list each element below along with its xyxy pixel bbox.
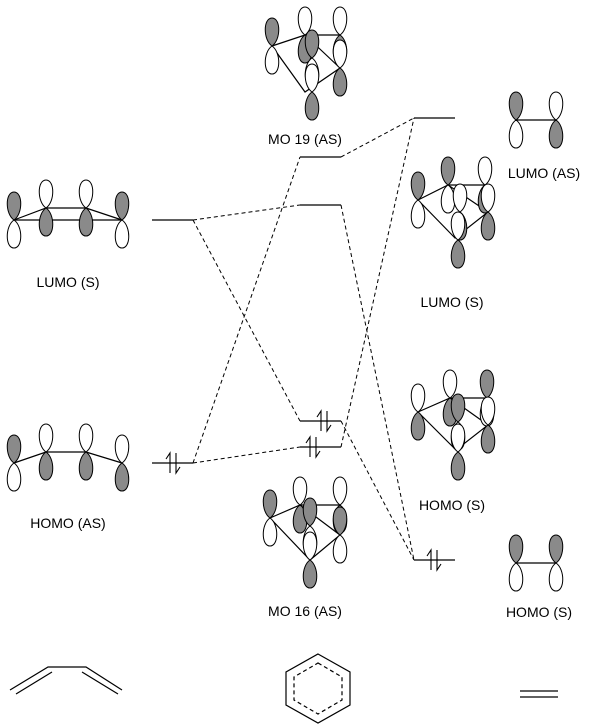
mo19-orbitals xyxy=(264,6,348,121)
benzene-structure xyxy=(285,653,351,724)
p-orbital-a xyxy=(264,17,280,75)
mo19-label: MO 19 (AS) xyxy=(268,131,342,147)
p-orbital-f xyxy=(450,211,466,269)
p-orbital-a xyxy=(410,383,426,441)
ethylene-lumo-label: LUMO (AS) xyxy=(508,165,580,181)
complex-homo-orbitals xyxy=(410,369,496,481)
electron-pair-ts-4 xyxy=(305,435,321,459)
p-orbital-1 xyxy=(6,434,22,492)
p-orbital-f xyxy=(302,531,318,589)
butadiene-homo-label: HOMO (AS) xyxy=(30,515,105,531)
electron-pair-ts-3 xyxy=(316,409,332,433)
p-orbital-4 xyxy=(114,434,130,492)
complex-homo-label: HOMO (S) xyxy=(419,497,485,513)
correlation-lines xyxy=(192,117,415,561)
electron-pair-ethylene-homo xyxy=(426,548,442,572)
p-orbital-a xyxy=(410,171,426,229)
butadiene-lumo-label: LUMO (S) xyxy=(37,274,100,290)
electron-pair-butadiene-homo xyxy=(165,451,181,475)
complex-lumo-orbitals xyxy=(410,156,496,269)
ethylene-lumo-orbitals xyxy=(508,91,564,149)
energy-levels xyxy=(152,117,455,561)
p-orbital-a xyxy=(262,489,278,547)
mo16-label: MO 16 (AS) xyxy=(268,603,342,619)
electron-pairs xyxy=(165,409,442,572)
p-orbital-f xyxy=(450,423,466,481)
p-orbital-e xyxy=(332,39,348,97)
butadiene-homo-orbitals xyxy=(6,423,130,492)
butadiene-lumo-orbitals xyxy=(6,179,130,249)
butadiene-structure xyxy=(9,666,123,695)
ethylene-homo-orbitals xyxy=(508,534,564,592)
ethylene-structure xyxy=(520,690,558,698)
mo16-orbitals xyxy=(262,476,348,589)
p-orbital-f xyxy=(304,63,320,121)
ethylene-homo-label: HOMO (S) xyxy=(506,604,572,620)
p-orbital-e xyxy=(332,506,348,564)
complex-lumo-label: LUMO (S) xyxy=(421,294,484,310)
